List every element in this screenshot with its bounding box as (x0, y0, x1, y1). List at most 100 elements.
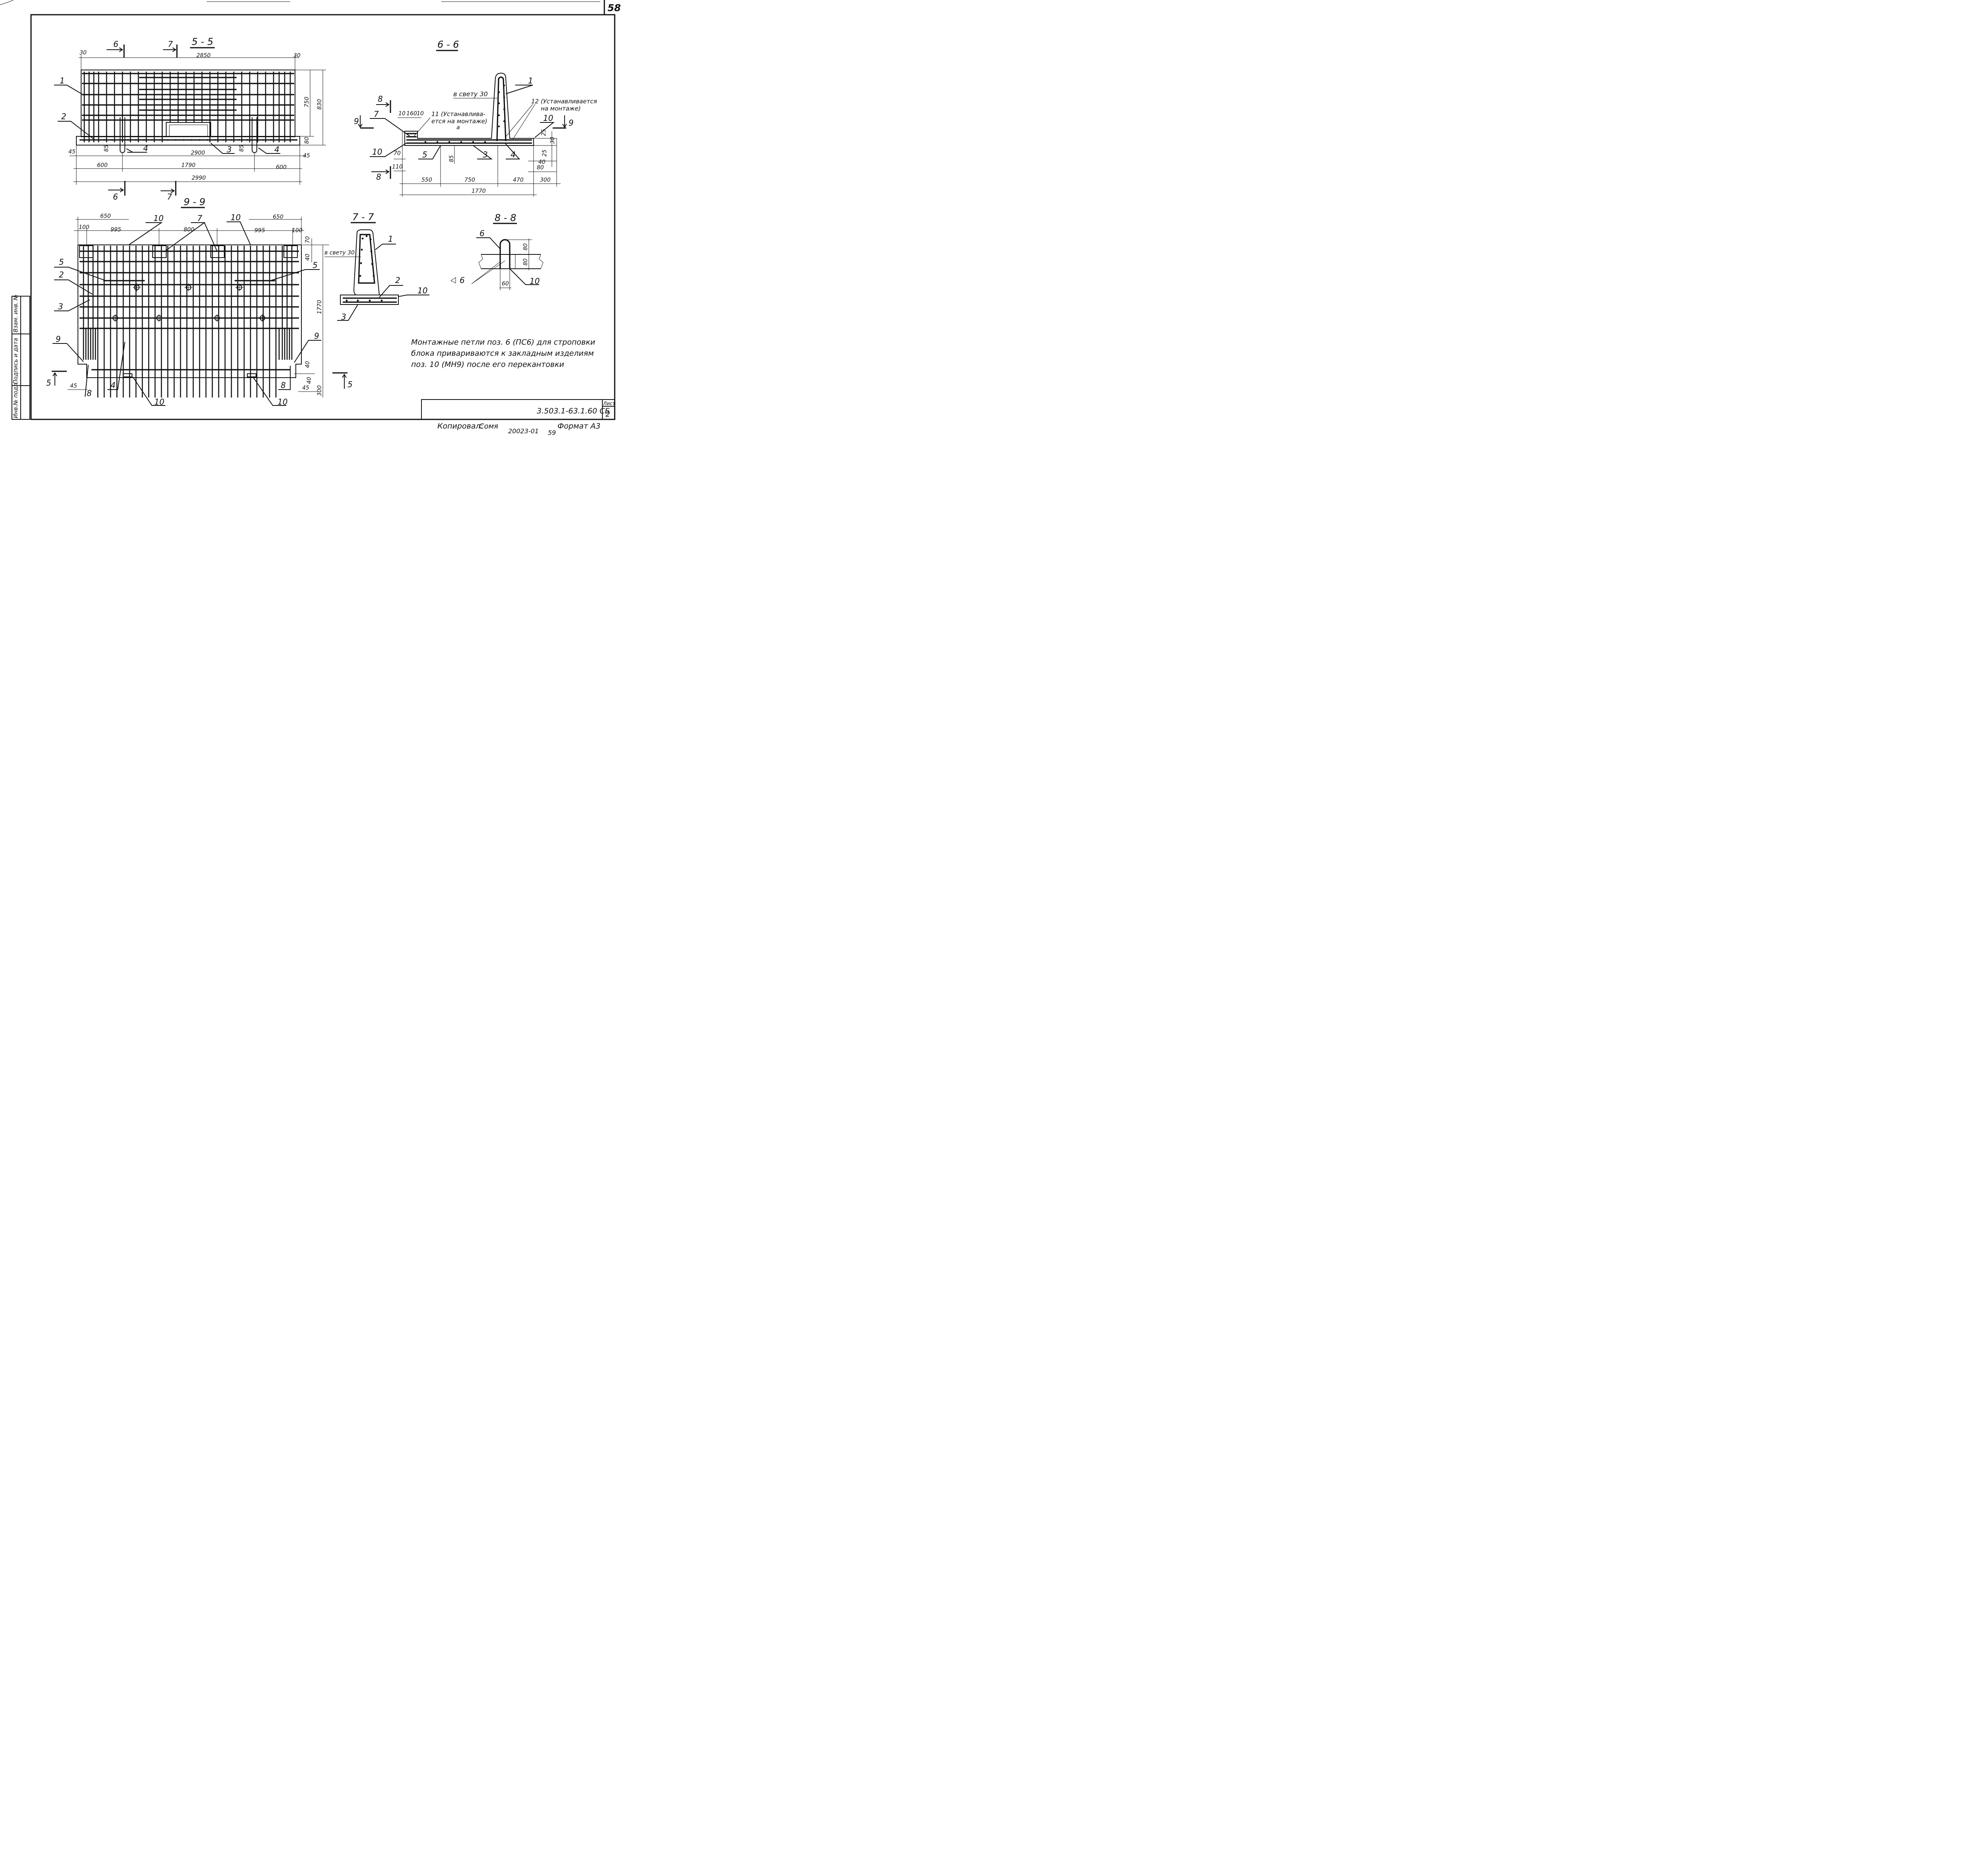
dim-995-right: 995 (254, 227, 265, 234)
cut-7-top: 7 (168, 39, 173, 49)
dim-2900: 2900 (191, 150, 205, 156)
stamp-podpis-data: Подпись и дата (13, 338, 19, 384)
section-7-7: 7 - 7 в свету 30 1 2 10 3 (324, 211, 429, 322)
dim-100-right: 100 (292, 227, 303, 234)
dim-10-b: 10 (417, 111, 424, 117)
pos-10: 10 (417, 286, 427, 295)
pos-9-right: 9 (314, 331, 319, 341)
pos-10: 10 (530, 276, 540, 286)
dim-40: 40 (538, 159, 546, 165)
section-title-5-5: 5 - 5 (192, 36, 213, 47)
pos-4: 4 (511, 150, 516, 159)
note-line-3: поз. 10 (МН9) после его перекантовки (411, 360, 564, 369)
cut-marks-5-5: 6 7 6 7 (107, 39, 178, 202)
page-number: 58 (608, 2, 621, 14)
dim-300: 300 (316, 385, 323, 396)
dim-60: 60 (502, 281, 509, 287)
dim-300: 300 (540, 177, 551, 183)
dim-45-left: 45 (68, 149, 76, 155)
section-6-6: 6 - 6 в свету 30 11 (Устанавлива- ется н… (354, 39, 597, 197)
dim-110: 110 (392, 164, 403, 170)
general-note: Монтажные петли поз. 6 (ПС6) для стропов… (411, 338, 595, 369)
left-stamp: Инв.№ подл. Подпись и дата Взам. инв. № (12, 295, 30, 420)
dim-85-left: 85 (103, 145, 110, 152)
copy-info: Копировал: Сомя 20023-01 59 Формат А3 (437, 422, 600, 436)
dim-40-top: 40 (305, 254, 311, 261)
pos-8-right: 8 (281, 380, 286, 390)
cut-9-left: 9 (354, 116, 359, 126)
pos-3: 3 (341, 312, 346, 322)
note-11-line1: 11 (Устанавлива- (431, 111, 485, 118)
pos-2: 2 (395, 275, 400, 285)
dim-80-top: 80 (522, 243, 529, 250)
dim-80: 80 (537, 165, 544, 171)
pos-7: 7 (197, 213, 202, 223)
dim-a: а (456, 124, 460, 131)
dim-10-a: 10 (398, 111, 406, 117)
pos-5: 5 (422, 150, 427, 159)
sheet-label: Лист (603, 401, 615, 406)
dim-100-left: 100 (79, 224, 89, 231)
note-12-line2: на монтаже) (541, 105, 581, 112)
pos-9-left: 9 (56, 334, 61, 344)
dim-750: 750 (464, 177, 475, 183)
dim-85-right: 85 (239, 145, 245, 152)
dim-160: 160 (406, 111, 417, 117)
note-line-1: Монтажные петли поз. 6 (ПС6) для стропов… (411, 338, 595, 347)
dim-45-left: 45 (70, 383, 77, 389)
pos-10-bottom-left: 10 (154, 397, 164, 407)
note-12-line1: 12 (Устанавливается (531, 98, 597, 105)
pos-5-left: 5 (59, 257, 64, 267)
dim-750: 750 (304, 97, 310, 107)
rebar-horizontal-5-5 (80, 73, 297, 141)
dim-30: 30 (549, 137, 556, 144)
dim-25-bottom: 25 (542, 149, 548, 157)
position-labels-6-6: 1 7 10 10 5 3 4 (370, 76, 555, 159)
dim-800: 800 (184, 227, 194, 233)
cut-5-left: 5 (46, 378, 51, 388)
section-title-6-6: 6 - 6 (437, 39, 459, 50)
pos-3: 3 (483, 150, 488, 159)
sheet-frame: 58 (0, 0, 621, 420)
copied-by-sign: Сомя (479, 422, 498, 431)
dim-40-bottom: 40 (305, 361, 311, 368)
dim-995-left: 995 (111, 227, 121, 233)
position-labels-9-9: 10 7 10 5 5 2 3 9 9 4 8 8 10 10 (52, 213, 321, 407)
cut-7-bottom: 7 (167, 192, 172, 202)
dim-45-right: 45 (303, 153, 310, 159)
pos-4-right: 4 (274, 145, 280, 154)
dim-2850: 2850 (196, 52, 211, 59)
pos-2: 2 (59, 270, 64, 279)
section-title-8-8: 8 - 8 (495, 212, 516, 223)
dim-1790: 1790 (181, 162, 196, 169)
cut-5-right: 5 (348, 380, 353, 389)
stamp-vzam-inv: Взам. инв. № (13, 295, 19, 332)
dim-600-right: 600 (276, 164, 287, 171)
dim-1770: 1770 (316, 300, 323, 314)
dim-70: 70 (305, 236, 311, 243)
pos-4-left: 4 (143, 144, 148, 153)
dim-30-left: 30 (80, 50, 87, 56)
section-title-7-7: 7 - 7 (352, 211, 374, 223)
copied-by-label: Копировал: (437, 422, 483, 431)
copy-code: 20023-01 (508, 427, 539, 435)
stamp-inv-podl: Инв.№ подл. (13, 382, 19, 418)
pos-3: 3 (58, 302, 63, 311)
rebar-vertical-9-9 (83, 246, 293, 398)
cut-8-bottom: 8 (376, 172, 381, 182)
pos-10-top-left: 10 (153, 213, 163, 223)
format-label: Формат А3 (557, 422, 600, 431)
pos-8-left: 8 (87, 388, 92, 398)
dim-470: 470 (513, 177, 524, 183)
pos-3: 3 (227, 145, 232, 154)
rebar-horizontal-9-9 (80, 250, 299, 371)
dim-70: 70 (394, 150, 401, 157)
cut-6-top: 6 (113, 39, 118, 49)
note-line-2: блока привариваются к закладным изделиям (411, 349, 594, 358)
pos-6-weld: 6 (460, 275, 465, 285)
dim-45-right: 45 (302, 385, 309, 391)
cut-marks-6-6: 8 9 9 8 (354, 94, 574, 182)
title-block: Лист 2 3.503.1-63.1.60 СБ (421, 399, 615, 420)
pos-7: 7 (374, 109, 379, 119)
dim-80-bottom: 80 (522, 258, 529, 266)
